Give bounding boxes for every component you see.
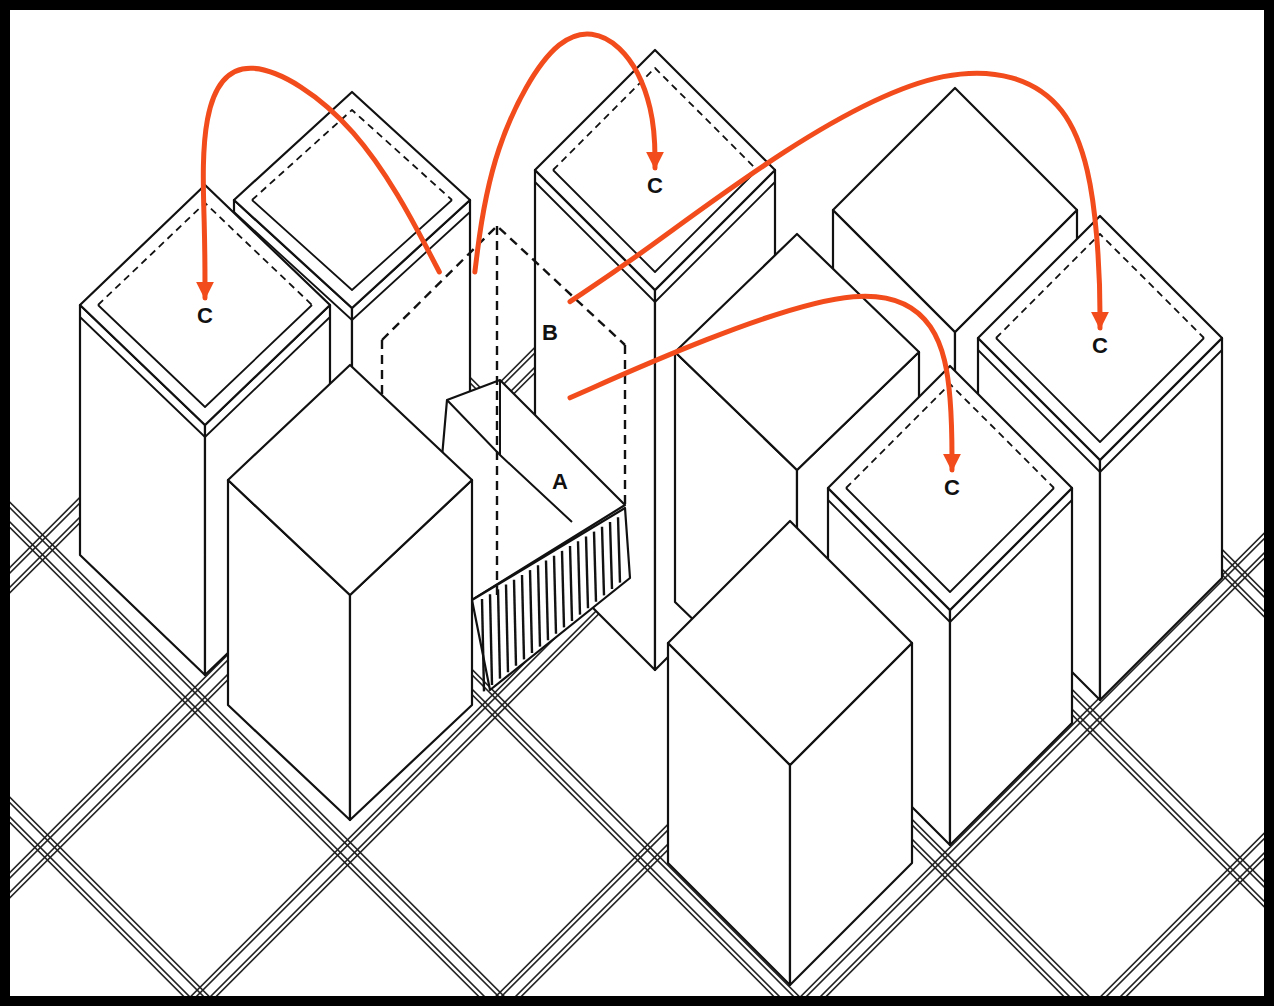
envelope-dash bbox=[624, 345, 626, 505]
label-letter: A bbox=[550, 471, 570, 493]
transfer-arrow bbox=[475, 34, 655, 272]
window-hatch bbox=[490, 594, 492, 685]
building-label: C bbox=[189, 298, 221, 334]
setback-line bbox=[252, 110, 452, 200]
street-edge bbox=[10, 330, 1264, 996]
transfer-arrow bbox=[203, 68, 439, 298]
window-hatch bbox=[618, 517, 620, 582]
street-grid bbox=[10, 330, 1264, 996]
roof-ridge bbox=[499, 380, 501, 455]
label-letter: B bbox=[540, 322, 560, 344]
label-letter: C bbox=[942, 477, 962, 499]
window-hatch bbox=[562, 551, 564, 628]
window-hatch bbox=[546, 561, 548, 641]
window-hatch bbox=[578, 541, 580, 614]
window-hatch bbox=[602, 527, 604, 596]
window-hatch bbox=[586, 536, 588, 608]
picture-frame bbox=[5, 5, 1269, 1001]
street-edge bbox=[10, 330, 1264, 996]
street-edge bbox=[10, 843, 1264, 996]
tower bbox=[228, 365, 472, 820]
street-edge bbox=[10, 330, 1264, 888]
street-edge bbox=[10, 787, 1264, 996]
tower-roof bbox=[228, 365, 472, 595]
street-edge bbox=[10, 823, 1264, 996]
transfer-arrow bbox=[570, 296, 952, 470]
window-hatch bbox=[514, 580, 516, 666]
buildings bbox=[80, 50, 1222, 985]
window-hatch bbox=[570, 546, 572, 621]
label-letter: C bbox=[645, 175, 665, 197]
street-edge bbox=[10, 330, 1264, 882]
label-letter: C bbox=[195, 305, 215, 327]
window-hatch bbox=[506, 585, 508, 673]
window-hatch bbox=[554, 556, 556, 634]
street-edge bbox=[10, 330, 1264, 902]
street-edge bbox=[10, 330, 1264, 917]
building-label: C bbox=[936, 470, 968, 506]
window-hatch bbox=[498, 589, 500, 678]
low-building-face bbox=[472, 508, 630, 690]
street-edge bbox=[10, 330, 1264, 996]
envelope-dash bbox=[496, 226, 498, 600]
window-hatch bbox=[610, 522, 612, 589]
label-letter: C bbox=[1090, 335, 1110, 357]
street-edge bbox=[10, 807, 1264, 996]
window-hatch bbox=[522, 575, 524, 659]
transfer-arrow bbox=[570, 73, 1100, 328]
air-rights-envelope bbox=[382, 226, 625, 600]
street-edge bbox=[10, 793, 1264, 996]
window-hatch bbox=[482, 599, 484, 691]
envelope-dash bbox=[382, 226, 625, 345]
window-hatch bbox=[594, 532, 596, 602]
street-edge bbox=[10, 330, 1264, 996]
window-hatch bbox=[530, 570, 532, 653]
window-hatch bbox=[538, 565, 540, 646]
building-label: A bbox=[544, 464, 576, 500]
street-edge bbox=[10, 330, 1264, 911]
street-edge bbox=[10, 330, 1264, 996]
setback-line bbox=[846, 488, 1054, 592]
building-label: B bbox=[428, 272, 570, 420]
tower-roof bbox=[668, 521, 912, 765]
street-edge bbox=[10, 330, 1264, 891]
setback-line bbox=[553, 170, 757, 272]
street-edge bbox=[10, 330, 1264, 996]
building-label: C bbox=[1084, 328, 1116, 364]
street-edge bbox=[10, 849, 1264, 996]
street-edge bbox=[10, 330, 1264, 996]
tower bbox=[668, 521, 912, 985]
street-edge bbox=[10, 330, 1264, 996]
street-edge bbox=[10, 330, 1264, 897]
street-edge bbox=[10, 330, 1264, 908]
building-label: C bbox=[639, 168, 671, 204]
setback-line bbox=[98, 305, 312, 407]
street-edge bbox=[10, 829, 1264, 996]
envelope-dash bbox=[381, 340, 383, 395]
